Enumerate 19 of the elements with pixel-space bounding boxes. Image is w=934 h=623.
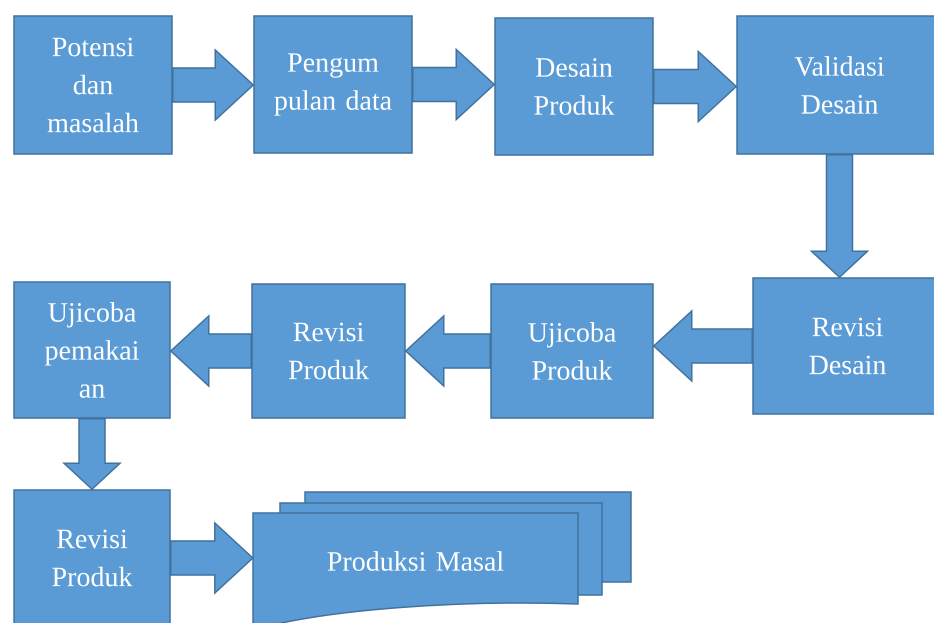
process-box: Ujicoba pemakai an: [13, 281, 171, 419]
process-box: Potensi dan masalah: [13, 15, 173, 155]
process-box: Ujicoba Produk: [490, 283, 654, 419]
document-stack: Produksi Masal: [252, 491, 632, 623]
process-box: Revisi Produk: [13, 489, 171, 623]
block-arrow: [653, 50, 738, 124]
block-arrow: [62, 418, 122, 490]
process-box: Pengum pulan data: [253, 15, 413, 154]
process-box: Desain Produk: [494, 17, 654, 156]
block-arrow: [412, 48, 496, 122]
block-arrow: [652, 309, 753, 383]
block-arrow: [170, 521, 254, 595]
block-arrow: [170, 314, 252, 388]
block-arrow: [172, 48, 254, 122]
process-box: Revisi Produk: [251, 283, 406, 419]
block-arrow: [404, 314, 491, 388]
process-box: Validasi Desain: [736, 15, 934, 155]
block-arrow: [810, 154, 870, 278]
process-box: Revisi Desain: [752, 277, 934, 415]
